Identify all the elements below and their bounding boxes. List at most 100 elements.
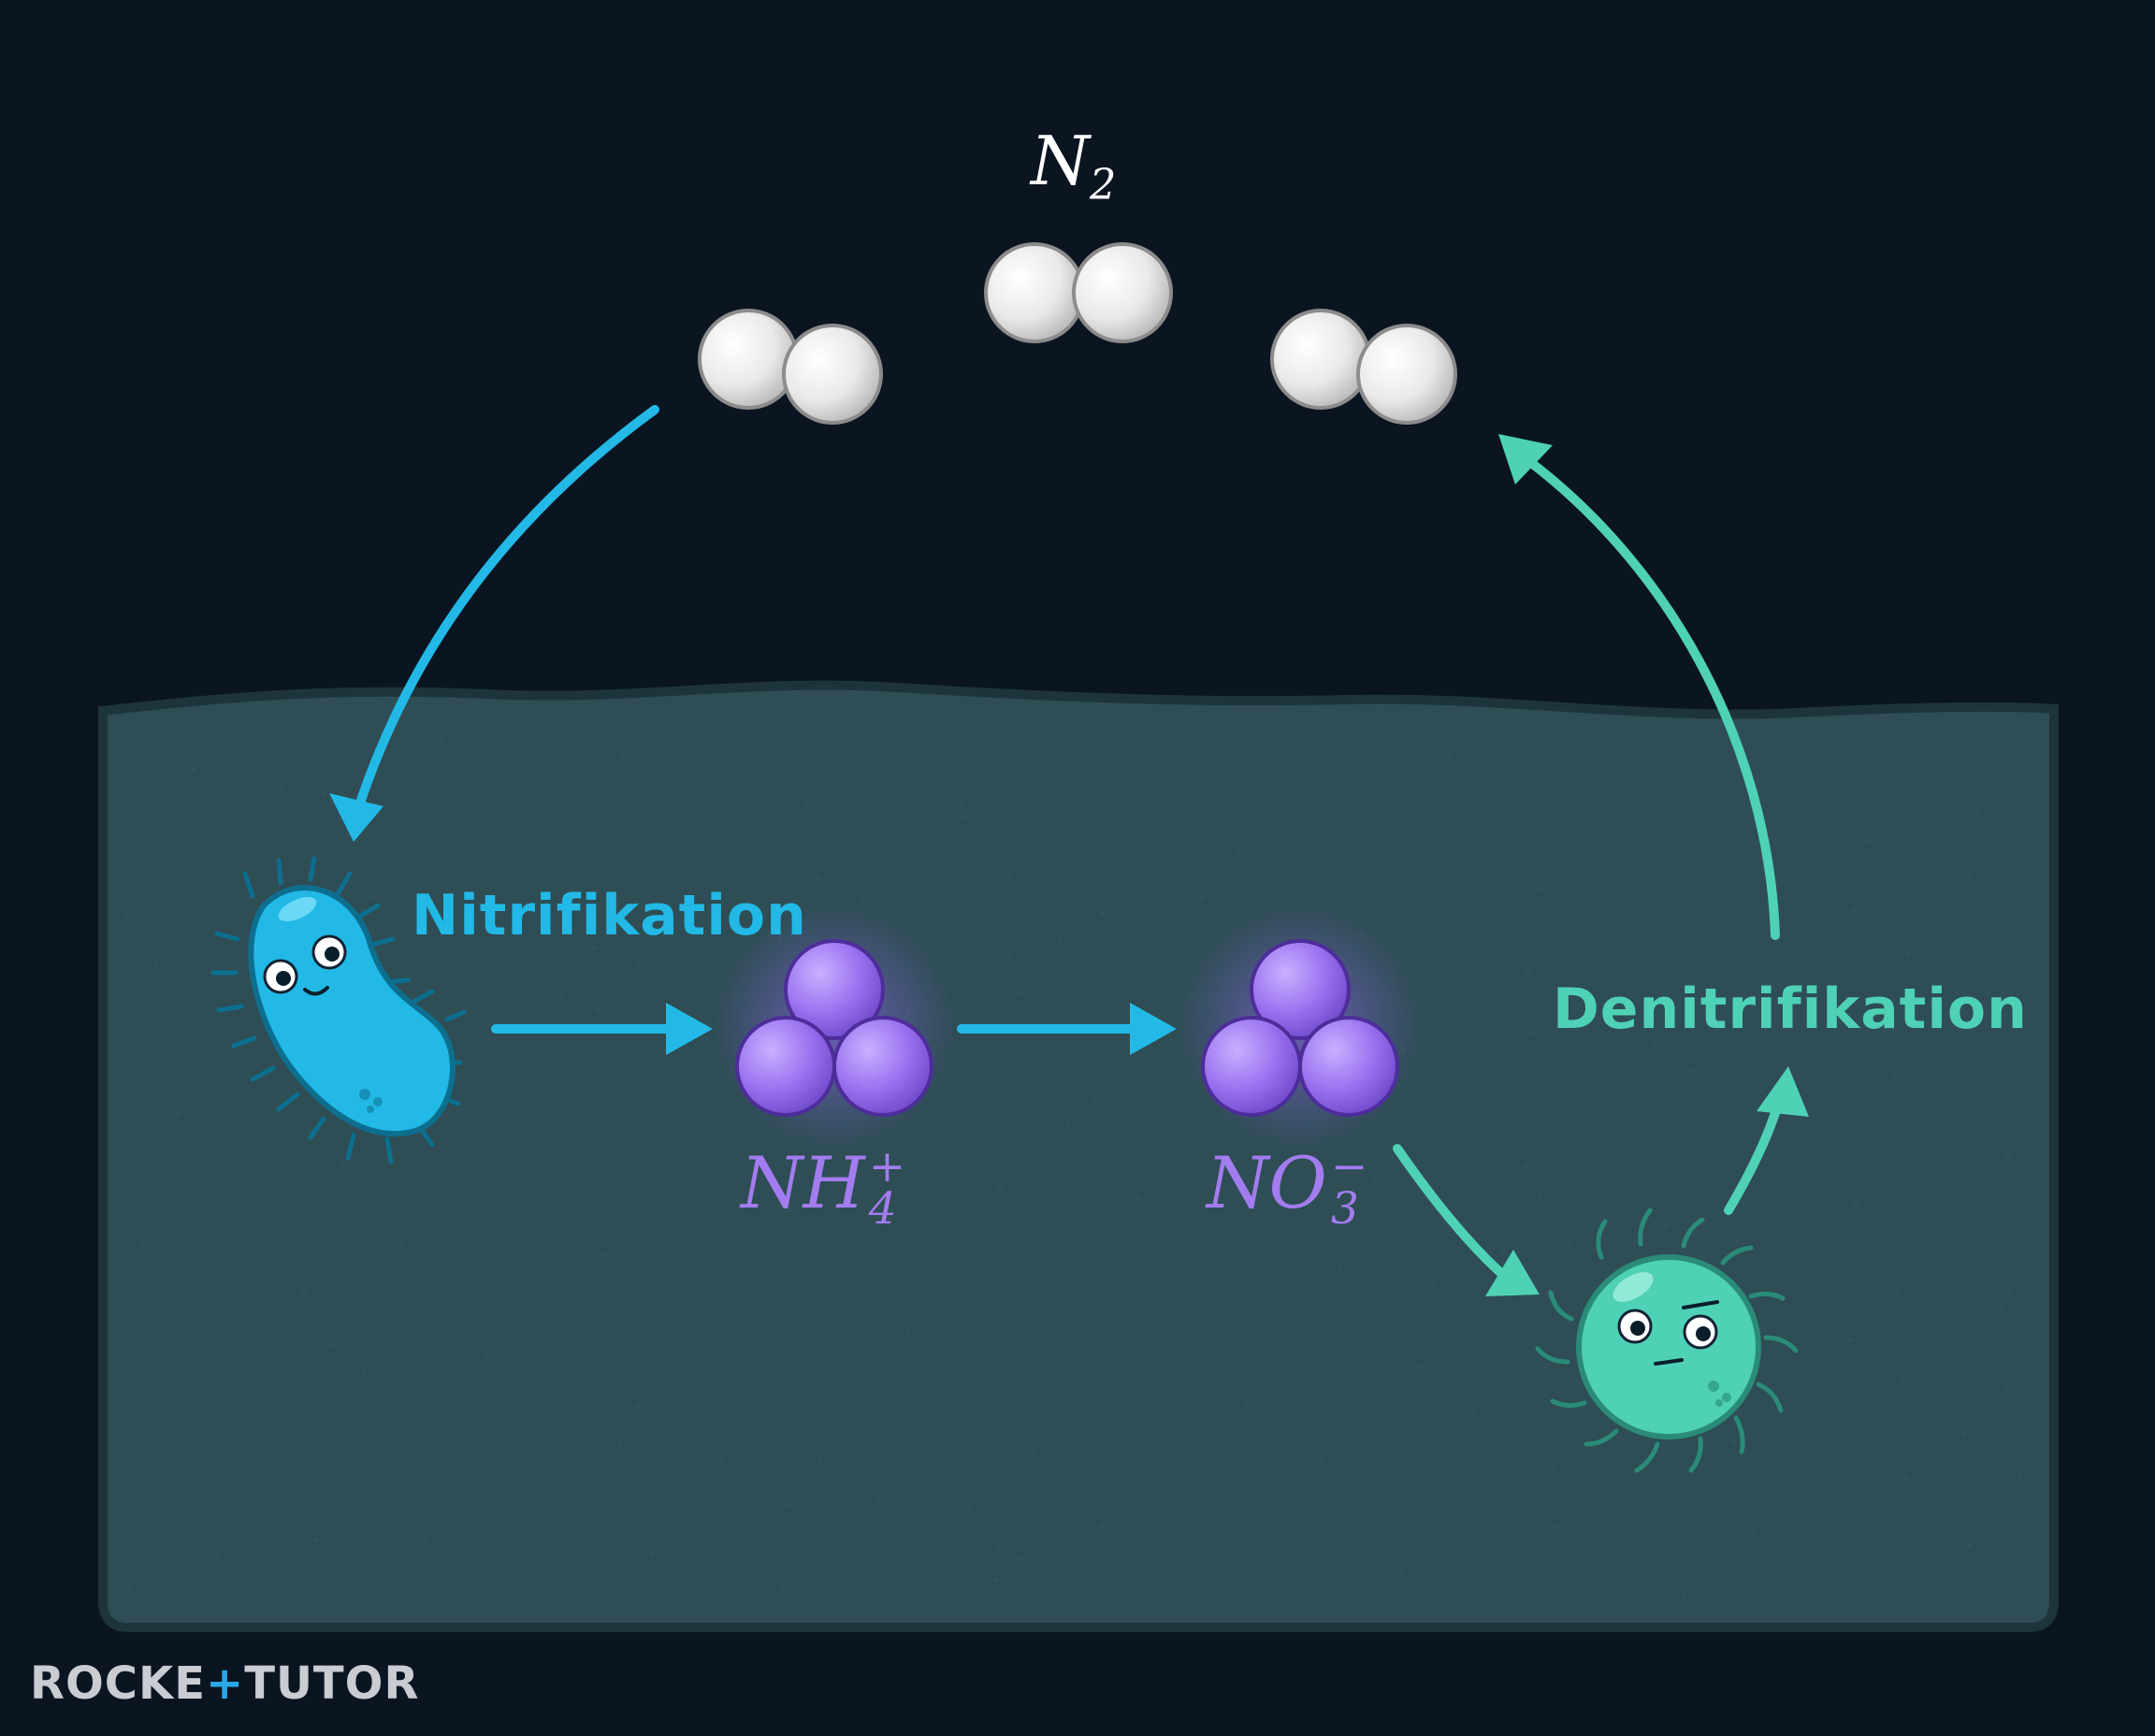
soil-speck [348, 1518, 354, 1524]
soil-speck [768, 827, 773, 832]
soil-speck [1179, 1304, 1182, 1309]
soil-speck [1100, 911, 1106, 918]
soil-speck [1787, 926, 1791, 929]
soil-speck [1118, 1583, 1121, 1586]
soil-speck [1283, 1496, 1288, 1500]
soil-speck [1812, 1561, 1815, 1566]
soil-speck [370, 893, 377, 899]
soil-speck [443, 1429, 449, 1434]
soil-speck [1002, 873, 1007, 877]
soil-speck [355, 840, 359, 843]
arrow-nitrate-to-denitrifier [1393, 1144, 1509, 1280]
soil-speck [1007, 872, 1012, 876]
soil-speck [1967, 1514, 1971, 1518]
soil-speck [1682, 1595, 1688, 1600]
soil-speck [633, 899, 640, 906]
soil-speck [313, 1537, 320, 1543]
soil-speck [875, 1497, 881, 1502]
soil-speck [173, 1267, 177, 1270]
soil-speck [1557, 1541, 1562, 1545]
soil-speck [979, 816, 982, 819]
soil-speck [1051, 981, 1054, 984]
soil-speck [1663, 1223, 1670, 1230]
soil-speck [1702, 1580, 1706, 1583]
soil-speck [375, 1514, 379, 1518]
soil-speck [1596, 1413, 1598, 1417]
soil-speck [788, 907, 792, 911]
soil-speck [1052, 993, 1055, 996]
soil-speck [190, 766, 196, 774]
soil-speck [1391, 1351, 1394, 1353]
n2-molecule-center [984, 242, 1173, 343]
soil-speck [1019, 1202, 1024, 1208]
soil-speck [1594, 1043, 1598, 1047]
soil-speck [405, 892, 409, 896]
soil-speck [339, 1162, 344, 1167]
soil-speck [319, 751, 323, 755]
soil-speck [1891, 1070, 1898, 1077]
soil-speck [1847, 1337, 1854, 1343]
soil-speck [170, 922, 174, 926]
soil-speck [1056, 1075, 1061, 1078]
nitrate-label: NO−3 [1207, 1141, 1367, 1231]
soil-speck [979, 1120, 984, 1123]
soil-speck [412, 1489, 416, 1494]
soil-speck [780, 1586, 787, 1592]
soil-speck [412, 1319, 416, 1324]
soil-speck [1156, 1324, 1162, 1330]
soil-speck [2003, 1385, 2009, 1391]
soil-speck [1966, 1542, 1973, 1548]
soil-speck [455, 1324, 458, 1327]
soil-speck [1570, 919, 1574, 922]
soil-speck [1550, 1463, 1555, 1468]
soil-speck [1189, 1161, 1193, 1165]
soil-speck [1856, 1199, 1859, 1203]
soil-speck [2001, 1125, 2004, 1128]
soil-speck [1372, 1187, 1375, 1191]
soil-speck [457, 799, 461, 802]
soil-speck [1885, 1209, 1890, 1214]
soil-speck [591, 945, 599, 951]
soil-speck [1380, 1494, 1383, 1497]
soil-speck [1338, 1264, 1343, 1269]
soil-speck [1067, 1121, 1073, 1127]
soil-speck [1348, 1555, 1351, 1557]
soil-speck [1525, 967, 1532, 975]
soil-speck [1646, 854, 1650, 858]
soil-speck [339, 1122, 340, 1125]
soil-speck [1395, 1357, 1398, 1362]
soil-speck [788, 1191, 791, 1194]
soil-speck [1429, 1282, 1435, 1288]
soil-speck [1051, 792, 1055, 797]
soil-speck [708, 795, 711, 798]
soil-speck [1098, 1523, 1105, 1529]
soil-speck [1678, 906, 1681, 909]
soil-speck [1031, 1450, 1036, 1454]
soil-speck [1699, 1254, 1705, 1260]
soil-speck [218, 1058, 223, 1063]
soil-speck [1381, 1165, 1384, 1168]
soil-speck [328, 1343, 334, 1349]
soil-speck [1830, 967, 1833, 971]
soil-speck [294, 1126, 298, 1130]
soil-speck [1165, 1511, 1170, 1515]
soil-speck [1199, 895, 1206, 902]
soil-speck [558, 993, 564, 1000]
soil-speck [438, 738, 443, 745]
soil-speck [709, 948, 714, 952]
soil-speck [282, 878, 286, 883]
soil-speck [1967, 873, 1973, 877]
soil-speck [1534, 1134, 1540, 1138]
soil-speck [127, 1277, 130, 1280]
soil-speck [439, 976, 443, 981]
soil-speck [1852, 1203, 1859, 1208]
soil-speck [133, 1049, 137, 1054]
soil-speck [227, 960, 232, 964]
soil-speck [1236, 851, 1241, 857]
soil-speck [1874, 1570, 1878, 1573]
soil-speck [618, 753, 625, 759]
soil-speck [1457, 1404, 1460, 1407]
soil-speck [448, 1162, 453, 1166]
soil-speck [1092, 747, 1096, 751]
soil-speck [1641, 1034, 1644, 1038]
